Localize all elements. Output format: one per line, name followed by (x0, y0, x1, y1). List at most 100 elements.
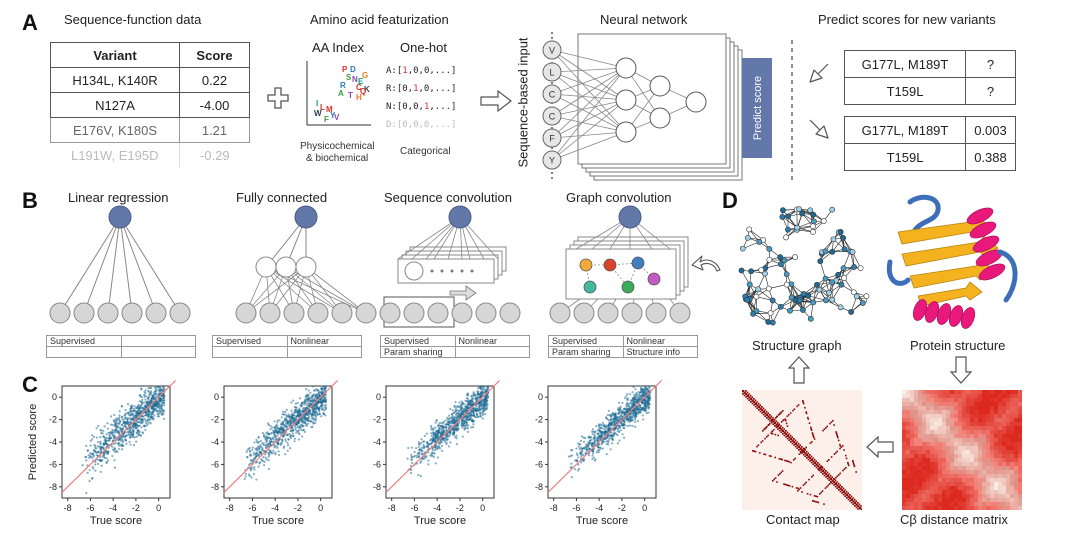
contact-map-image (742, 390, 862, 510)
scatter-point (118, 414, 121, 417)
distance-cell (930, 498, 935, 503)
ellipsis-dot (450, 269, 454, 273)
graph-node (838, 281, 845, 288)
scatter-point (247, 473, 251, 476)
scatter-point (580, 461, 583, 464)
graph-node (621, 280, 635, 294)
scatter-point (631, 424, 634, 428)
scatter-point (163, 404, 166, 407)
scatter-point (92, 467, 95, 470)
distance-cell (914, 494, 919, 499)
scatter-point (117, 447, 121, 451)
scatter-point (281, 421, 285, 424)
scatter-point (622, 426, 625, 430)
distance-cell (906, 414, 911, 419)
scatter-point (486, 396, 489, 399)
contact-cell (797, 490, 799, 492)
distance-cell (914, 466, 919, 471)
property-cell (120, 346, 196, 358)
scatter-point (303, 430, 306, 434)
distance-cell (902, 394, 907, 399)
scatter-point (300, 420, 303, 423)
x-axis-label: True score (252, 515, 304, 527)
graph-node (753, 293, 760, 300)
contact-cell (830, 481, 832, 483)
contact-cell (835, 431, 837, 433)
scatter-point (431, 455, 434, 458)
scatter-point (259, 443, 262, 447)
scatter-point (90, 452, 93, 456)
scatter-point (116, 431, 119, 434)
distance-cell (922, 498, 927, 503)
scatter-point (132, 409, 136, 413)
scatter-point (418, 451, 421, 454)
scatter-point (642, 393, 645, 396)
hidden-node (255, 256, 277, 278)
scatter-point (294, 410, 297, 413)
contact-cell (761, 409, 764, 412)
scatter-point (428, 443, 432, 446)
property-cell: Nonlinear (622, 335, 698, 347)
scatter-point (477, 393, 480, 396)
distance-cell (902, 446, 907, 451)
x-axis-label: True score (576, 515, 628, 527)
scatter-point (591, 454, 594, 457)
scatter-point (608, 437, 611, 440)
x-tick-label: -4 (595, 503, 603, 513)
scatter-point (455, 434, 458, 437)
scatter-point (294, 426, 297, 429)
scatter-point (626, 397, 629, 400)
graph-node (756, 239, 763, 245)
scatter-point (101, 432, 104, 435)
graph-node (746, 281, 753, 288)
scatter-point (636, 394, 639, 398)
curved-arrow-icon (691, 255, 721, 272)
table-row: G177L, M189T 0.003 (844, 116, 1016, 144)
scatter-point (294, 402, 297, 405)
contact-cell (743, 391, 746, 394)
scatter-point (152, 409, 155, 412)
distance-cell (918, 410, 923, 415)
contact-cell (756, 445, 758, 448)
contact-cell (809, 426, 812, 429)
scatter-point (301, 410, 304, 413)
contact-cell (833, 424, 835, 426)
distance-cell (910, 502, 915, 507)
contact-cell (774, 433, 777, 436)
input-node (475, 302, 497, 324)
scatter-point (437, 442, 440, 445)
scatter-point (612, 423, 616, 426)
graph-node (746, 226, 753, 233)
graph-node (800, 291, 807, 297)
scatter-point (159, 405, 163, 408)
contact-cell (855, 506, 858, 509)
arrow-left-icon (866, 436, 894, 458)
graph-node (820, 218, 827, 224)
contact-cell (798, 449, 800, 451)
scatter-point (154, 408, 157, 411)
scatter-point (119, 437, 122, 441)
scatter-point (456, 422, 460, 426)
scatter-point (472, 420, 475, 423)
scatter-point (106, 427, 110, 430)
scatter-point (91, 477, 94, 480)
contact-cell (785, 433, 788, 436)
scatter-point (425, 432, 428, 435)
scatter-point (156, 412, 159, 416)
scatter-point (153, 395, 156, 398)
scatter-point (273, 446, 276, 449)
distance-cell (910, 494, 915, 499)
scatter-point (453, 404, 456, 408)
scatter-point (144, 411, 147, 415)
contact-cell (805, 446, 807, 449)
scatter-point (291, 432, 294, 435)
input-node (235, 302, 257, 324)
distance-cell (926, 406, 931, 411)
aa-letter: R (340, 81, 346, 90)
scatter-point (634, 425, 637, 428)
property-cell: Structure info (622, 346, 698, 358)
scatter-point (118, 422, 121, 426)
scatter-point (438, 422, 441, 425)
scatter-point (629, 424, 632, 427)
